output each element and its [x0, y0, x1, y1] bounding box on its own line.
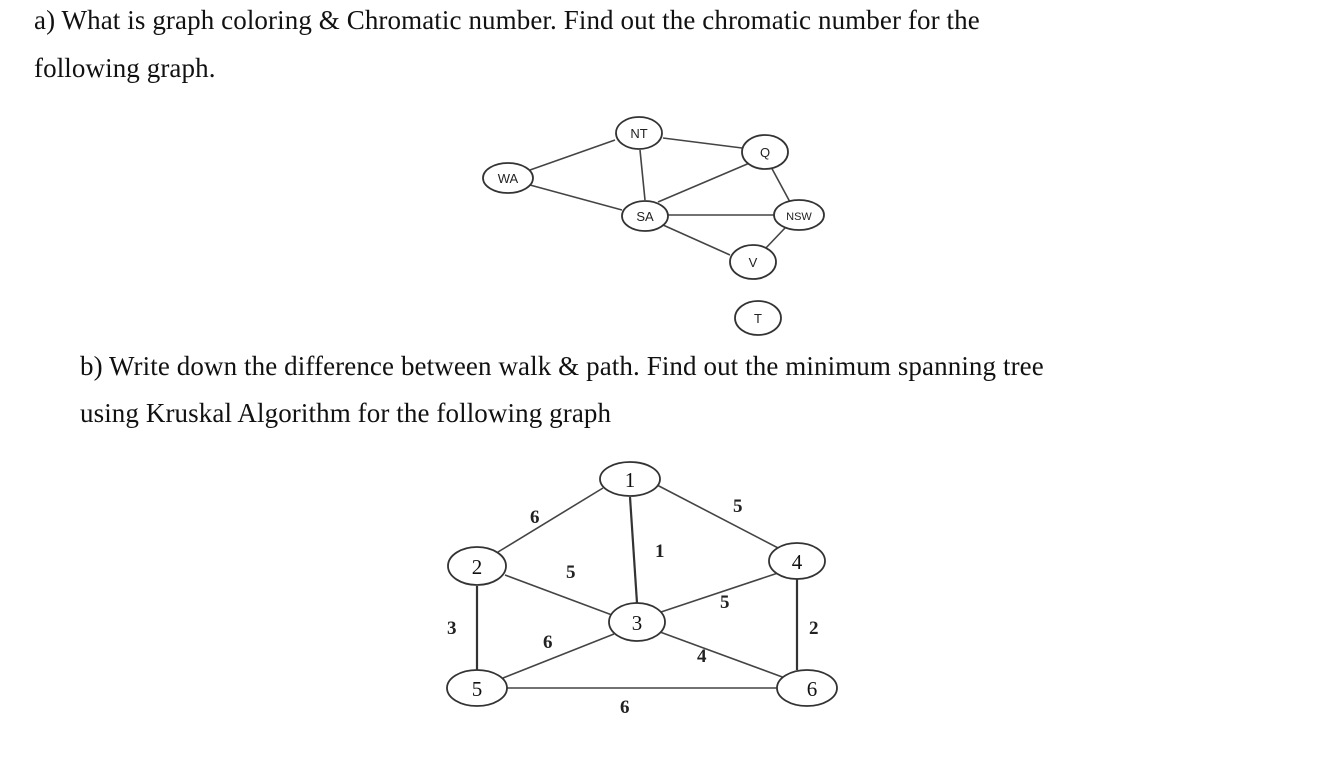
- edge-1-4: [656, 484, 783, 551]
- weight-3-5: 6: [543, 632, 553, 653]
- graph-b-weights: 6 1 5 5 3 5 6 4 2 6: [447, 496, 819, 718]
- graph-a-node-sa: SA: [621, 200, 669, 232]
- edge-1-2: [497, 487, 604, 553]
- edge-2-3: [504, 574, 613, 616]
- question-a-line-2: following graph.: [34, 53, 216, 83]
- node-label-4: 4: [792, 550, 803, 574]
- weight-5-6: 6: [620, 697, 630, 718]
- edge-sa-v: [662, 224, 731, 256]
- graph-b-edges: [475, 484, 799, 689]
- graph-a-node-v: V: [729, 244, 777, 280]
- edge-nsw-v: [763, 227, 786, 251]
- node-label-2: 2: [472, 555, 483, 579]
- edge-wa-nt: [529, 139, 616, 171]
- weight-1-2: 6: [530, 507, 540, 528]
- question-a-line-1: a) What is graph coloring & Chromatic nu…: [34, 5, 980, 35]
- node-label-wa: WA: [498, 171, 519, 186]
- node-label-nsw: NSW: [786, 211, 812, 223]
- node-label-q: Q: [760, 145, 770, 160]
- graph-b-node-5: 5: [446, 669, 508, 707]
- graph-a-node-nt: NT: [615, 116, 663, 150]
- edge-1-3: [628, 496, 639, 604]
- edge-3-4: [660, 572, 779, 613]
- graph-b-node-6: 6: [776, 669, 838, 707]
- weight-1-3: 1: [655, 541, 665, 562]
- weight-2-5: 3: [447, 618, 457, 639]
- edge-nt-q: [662, 137, 743, 149]
- weight-1-4: 5: [733, 496, 743, 517]
- node-label-5: 5: [472, 677, 483, 701]
- graph-a-node-nsw: NSW: [773, 199, 825, 231]
- graph-a-node-wa: WA: [482, 162, 534, 194]
- node-label-v: V: [749, 255, 758, 270]
- node-label-t: T: [754, 311, 762, 326]
- graph-b-node-1: 1: [599, 461, 661, 497]
- question-b-line-2: using Kruskal Algorithm for the followin…: [80, 398, 612, 428]
- node-label-nt: NT: [630, 126, 647, 141]
- weight-3-6: 4: [697, 646, 707, 667]
- node-label-1: 1: [625, 468, 636, 492]
- graph-b-node-2: 2: [447, 546, 507, 586]
- graph-b-node-4: 4: [768, 542, 826, 580]
- edge-q-nsw: [769, 164, 791, 203]
- weight-2-3: 5: [566, 562, 576, 583]
- edge-3-6: [659, 631, 786, 679]
- graph-a-node-q: Q: [741, 134, 789, 170]
- node-label-6: 6: [807, 677, 818, 701]
- graph-a-edges: [529, 137, 791, 256]
- edge-wa-sa: [529, 184, 623, 211]
- graph-b-node-3: 3: [608, 602, 666, 642]
- weight-4-6: 2: [809, 618, 819, 639]
- node-label-sa: SA: [636, 209, 654, 224]
- question-b-line-1: b) Write down the difference between wal…: [80, 351, 1044, 381]
- edge-sa-q: [657, 161, 753, 203]
- edge-3-5: [502, 633, 615, 679]
- weight-3-4: 5: [720, 592, 730, 613]
- edge-nt-sa: [639, 149, 646, 201]
- node-label-3: 3: [632, 611, 643, 635]
- graph-a-node-t: T: [734, 300, 782, 336]
